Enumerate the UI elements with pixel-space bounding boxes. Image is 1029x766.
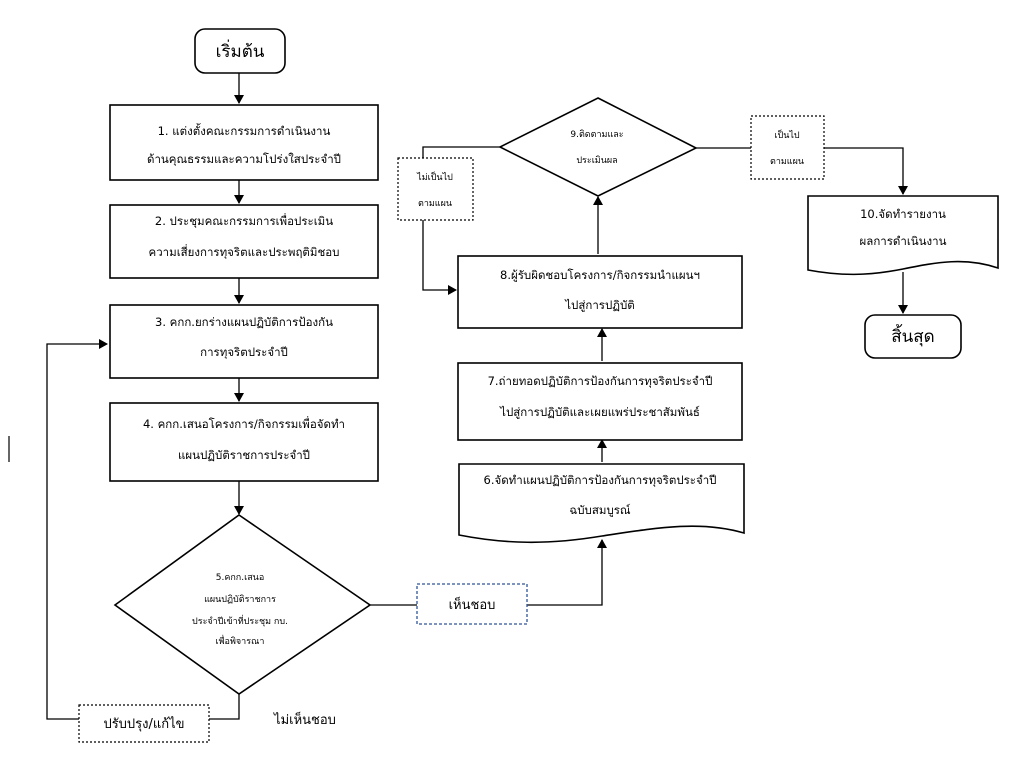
step-1-box: 1. แต่งตั้งคณะกรรมการดำเนินงาน ด้านคุณธร… xyxy=(109,104,379,181)
step-10-document: 10.จัดทำรายงาน ผลการดำเนินงาน xyxy=(807,195,999,276)
as-planned-line-1: เป็นไป xyxy=(774,128,799,141)
decision-5-line-4: เพื่อพิจารณา xyxy=(216,634,265,647)
step-3-line-2: การทุจริตประจำปี xyxy=(200,345,288,359)
step-4-box: 4. คกก.เสนอโครงการ/กิจกรรมเพื่อจัดทำ แผน… xyxy=(109,402,379,482)
step-8-line-2: ไปสู่การปฏิบัติ xyxy=(564,298,635,312)
step-2-line-2: ความเสี่ยงการทุจริตและประพฤติมิชอบ xyxy=(149,244,340,259)
start-label: เริ่มต้น xyxy=(216,39,265,62)
decision-5-line-2: แผนปฏิบัติราชการ xyxy=(204,594,276,605)
step-4-line-2: แผนปฏิบัติราชการประจำปี xyxy=(178,448,310,462)
step-3-box: 3. คกก.ยกร่างแผนปฏิบัติการป้องกัน การทุจ… xyxy=(109,304,379,379)
step-10-line-2: ผลการดำเนินงาน xyxy=(860,234,947,248)
step-1-line-2: ด้านคุณธรรมและความโปร่งใสประจำปี xyxy=(147,152,341,166)
end-node: สิ้นสุด xyxy=(864,314,962,359)
step-8-box: 8.ผู้รับผิดชอบโครงการ/กิจกรรมนำแผนฯ ไปสู… xyxy=(457,255,743,329)
step-1-line-1: 1. แต่งตั้งคณะกรรมการดำเนินงาน xyxy=(158,123,331,138)
arrow-as-planned-to-step10 xyxy=(824,147,908,195)
line-decision9-left xyxy=(422,146,500,158)
step-7-line-1: 7.ถ่ายทอดปฏิบัติการป้องกันการทุจริตประจำ… xyxy=(488,374,713,388)
step-2-box: 2. ประชุมคณะกรรมการเพื่อประเมิน ความเสี่… xyxy=(109,204,379,279)
arrow-revise-loop-to-step3 xyxy=(46,339,108,720)
step-3-line-1: 3. คกก.ยกร่างแผนปฏิบัติการป้องกัน xyxy=(155,315,333,329)
approved-label-box: เห็นชอบ xyxy=(416,583,528,625)
step-10-line-1: 10.จัดทำรายงาน xyxy=(860,207,946,221)
step-6-document: 6.จัดทำแผนปฏิบัติการป้องกันการทุจริตประจ… xyxy=(458,463,745,544)
arrow-approved-to-step6 xyxy=(527,539,607,606)
as-planned-line-2: ตามแผน xyxy=(770,157,804,167)
approved-label: เห็นชอบ xyxy=(449,595,496,613)
not-as-planned-label-box: ไม่เป็นไป ตามแผน xyxy=(397,157,474,221)
decision-5-line-3: ประจำปีเข้าที่ประชุม กบ. xyxy=(192,614,288,627)
decision-9-line-2: ประเมินผล xyxy=(576,155,617,166)
decision-9-line-1: 9.ติดตามและ xyxy=(570,129,623,140)
connectors xyxy=(46,73,908,720)
not-as-planned-line-2: ตามแผน xyxy=(418,199,452,209)
not-as-planned-line-1: ไม่เป็นไป xyxy=(416,170,453,183)
decision-5-diamond: 5.คกก.เสนอ แผนปฏิบัติราชการ ประจำปีเข้าท… xyxy=(113,514,372,695)
step-7-box: 7.ถ่ายทอดปฏิบัติการป้องกันการทุจริตประจำ… xyxy=(457,362,743,441)
step-8-line-1: 8.ผู้รับผิดชอบโครงการ/กิจกรรมนำแผนฯ xyxy=(500,268,700,282)
step-6-line-1: 6.จัดทำแผนปฏิบัติการป้องกันการทุจริตประจ… xyxy=(484,473,717,487)
as-planned-label-box: เป็นไป ตามแผน xyxy=(750,115,825,180)
decision-9-diamond: 9.ติดตามและ ประเมินผล xyxy=(498,97,698,197)
end-label: สิ้นสุด xyxy=(891,324,934,347)
step-2-line-1: 2. ประชุมคณะกรรมการเพื่อประเมิน xyxy=(155,213,333,228)
step-7-line-2: ไปสู่การปฏิบัติและเผยแพร่ประชาสัมพันธ์ xyxy=(499,405,700,419)
revise-label-box: ปรับปรุง/แก้ไข xyxy=(78,704,210,743)
revise-label: ปรับปรุง/แก้ไข xyxy=(103,716,184,732)
decision-5-line-1: 5.คกก.เสนอ xyxy=(216,573,265,583)
line-decision5-bottom xyxy=(209,694,240,720)
start-node: เริ่มต้น xyxy=(194,28,286,74)
not-approved-label: ไม่เห็นชอบ xyxy=(273,710,336,728)
step-4-line-1: 4. คกก.เสนอโครงการ/กิจกรรมเพื่อจัดทำ xyxy=(143,416,345,431)
step-6-line-2: ฉบับสมบูรณ์ xyxy=(569,503,631,517)
arrow-not-planned-to-step8 xyxy=(422,220,457,295)
